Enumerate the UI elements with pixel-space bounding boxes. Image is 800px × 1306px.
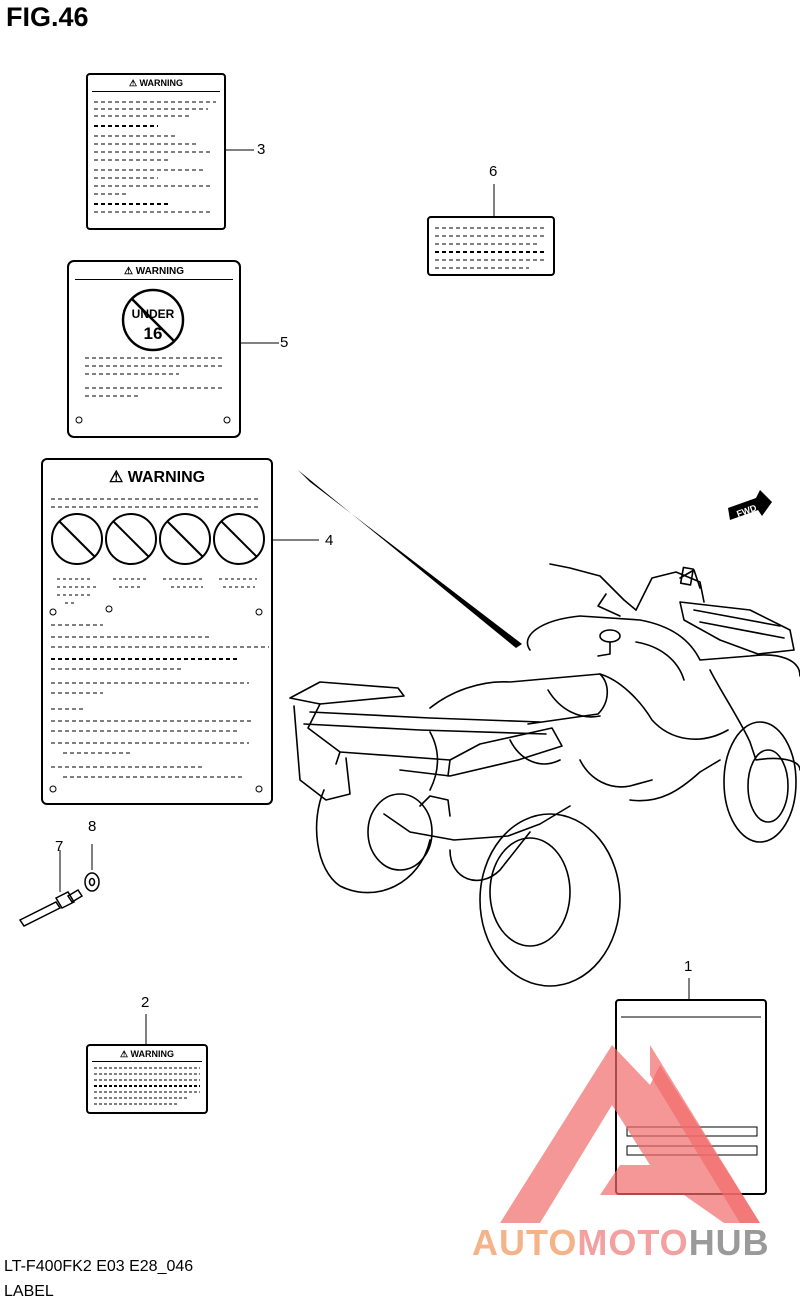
label-4-body: [49, 498, 269, 793]
bolt-shank: [18, 901, 62, 927]
callout-1: 1: [684, 958, 693, 975]
rear-wheel: [315, 789, 431, 894]
screw-hole-icon: [75, 416, 83, 424]
front-wheel-left: [479, 813, 621, 987]
warning-triangle-icon: ⚠: [108, 469, 124, 486]
watermark-part-3: HUB: [688, 1222, 770, 1263]
label-2-leader-line: [145, 1014, 147, 1044]
warning-triangle-icon: ⚠: [119, 1049, 129, 1059]
screw-hole-icon: [223, 416, 231, 424]
callout-3: 3: [257, 141, 266, 158]
label-location-pointer: [298, 470, 522, 648]
figure-title: FIG.46: [6, 2, 89, 32]
callout-7: 7: [55, 838, 64, 855]
label-3-text-lines: [94, 101, 216, 213]
no-paved-road-icon: [159, 513, 211, 565]
screw-hole-icon: [255, 785, 263, 793]
label-6-leader-line: [493, 184, 495, 216]
warning-triangle-icon: ⚠: [128, 78, 138, 88]
no-alcohol-icon: [105, 513, 157, 565]
label-3-card: ⚠ WARNING: [86, 73, 226, 230]
label-3-leader-line: [226, 149, 254, 151]
callout-4: 4: [325, 532, 334, 549]
callout-5: 5: [280, 334, 289, 351]
label-6-card: [427, 216, 555, 276]
screw-hole-icon: [49, 608, 57, 616]
screw-hole-icon: [105, 605, 113, 613]
fwd-direction-arrow: [728, 490, 772, 520]
label-5-body: UNDER 16: [72, 268, 231, 424]
callout-6: 6: [489, 163, 498, 180]
front-rack: [679, 601, 795, 655]
label-1-leader-line: [688, 978, 690, 1000]
watermark-part-2: MOTO: [577, 1222, 689, 1263]
screw-hole-icon: [255, 608, 263, 616]
callout-2: 2: [141, 994, 150, 1011]
label-4-leader-line: [273, 539, 319, 541]
front-wheel-right: [723, 721, 797, 843]
warning-triangle-icon: ⚠: [123, 266, 133, 277]
no-passenger-icon: [51, 513, 103, 565]
screw-hole-icon: [49, 785, 57, 793]
callout-8: 8: [88, 818, 97, 835]
badge-under-text: UNDER: [132, 307, 175, 321]
label-5-leader-line: [241, 342, 279, 344]
washer-icon: [84, 872, 100, 892]
section-name: LABEL: [4, 1283, 54, 1300]
label-4-card: ⚠ WARNING: [41, 458, 273, 805]
atv-drawing: FWD: [289, 470, 800, 987]
diagram-code: LT-F400FK2 E03 E28_046: [4, 1258, 194, 1275]
label-5-heading: ⚠ WARNING: [123, 266, 185, 277]
watermark-text: AUTOMOTOHUB: [472, 1222, 770, 1264]
bolt-head: [54, 891, 76, 909]
no-under-16-icon: [121, 288, 185, 352]
watermark-logo-icon: [500, 1045, 760, 1223]
label-2-text-lines: [94, 1067, 200, 1105]
bolt-washer-drawing: [18, 844, 100, 927]
watermark-part-1: AUTO: [472, 1222, 578, 1263]
label-2-heading: ⚠ WARNING: [119, 1049, 175, 1059]
label-2-card: ⚠ WARNING: [86, 1044, 208, 1114]
label-3-heading: ⚠ WARNING: [128, 78, 184, 88]
label-4-heading: ⚠ WARNING: [108, 469, 206, 486]
no-helmet-icon: [213, 513, 265, 565]
label-5-card: ⚠ WARNING UNDER 16: [67, 260, 241, 438]
label-6-text-lines: [435, 227, 545, 269]
badge-16-text: 16: [144, 324, 163, 343]
rear-rack: [289, 681, 405, 705]
